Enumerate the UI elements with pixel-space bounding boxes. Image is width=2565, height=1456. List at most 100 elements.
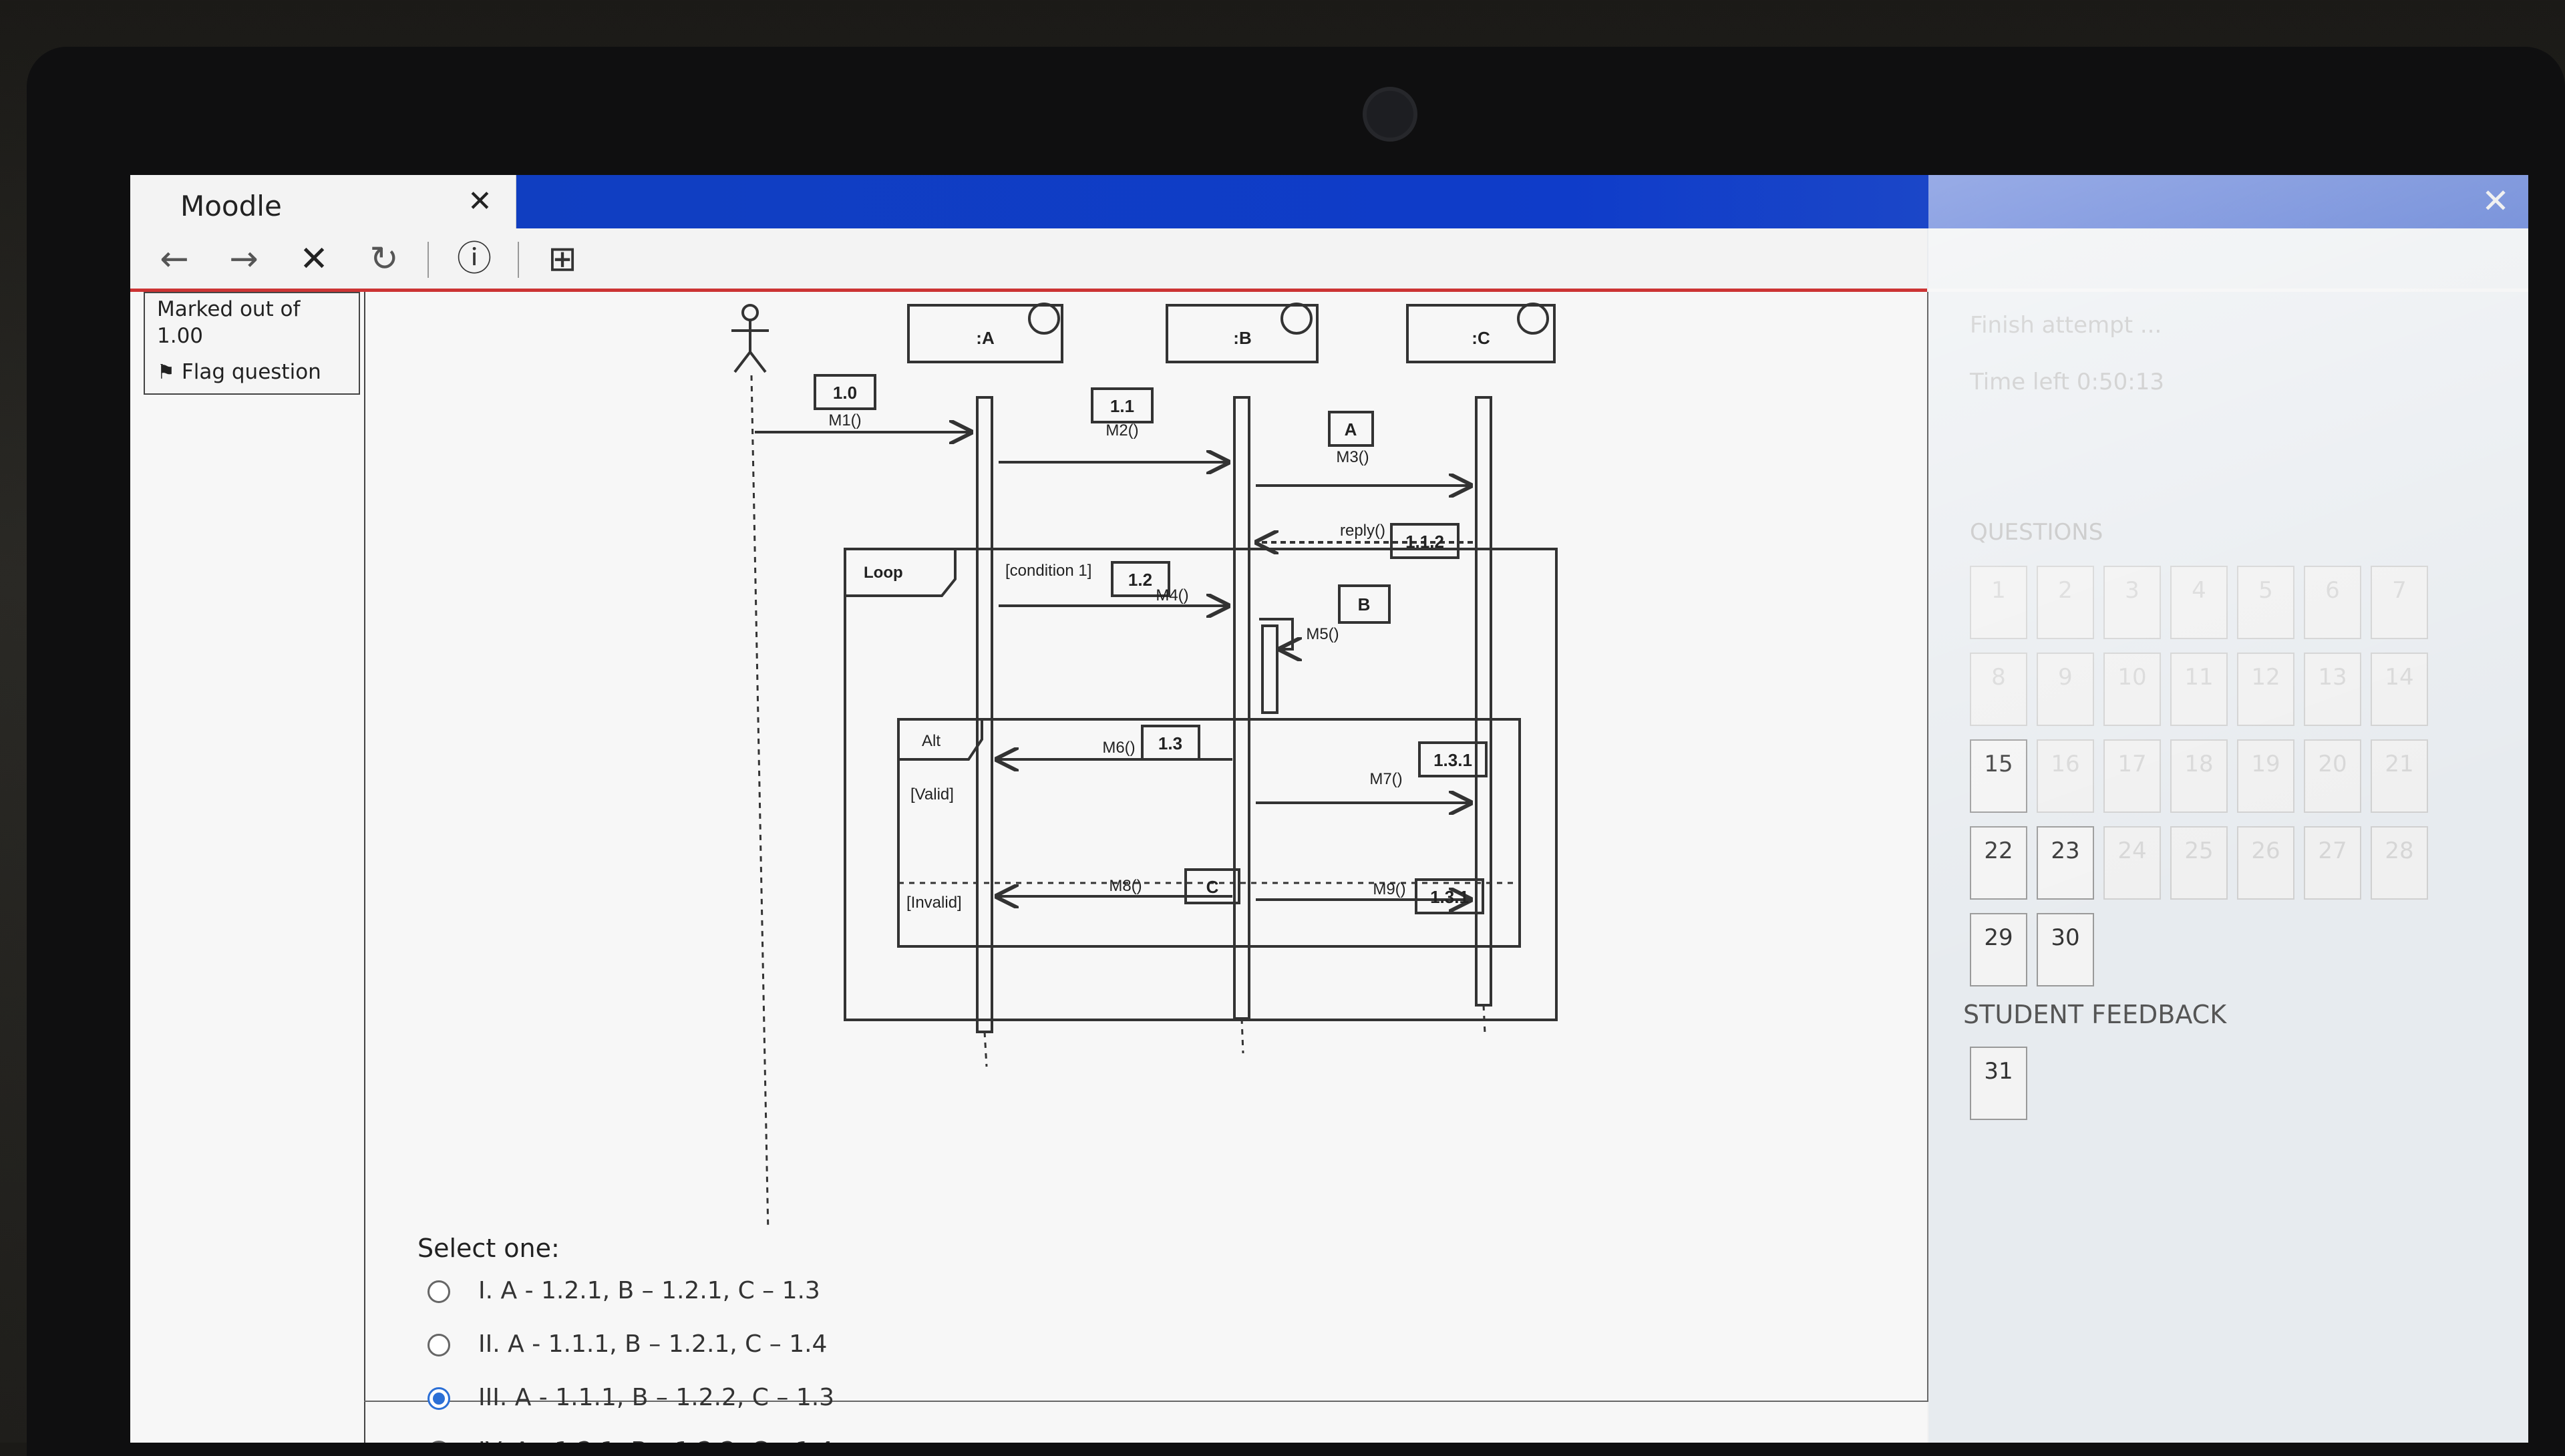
lifeline-b-label: :B xyxy=(1233,328,1251,348)
toolbar-divider xyxy=(518,242,519,278)
question-nav-button[interactable]: 18 xyxy=(2170,739,2228,813)
forward-icon[interactable]: → xyxy=(229,239,259,279)
question-nav-button[interactable]: 9 xyxy=(2037,653,2094,726)
unknown-label-a: A xyxy=(1345,419,1357,439)
question-nav-button[interactable]: 13 xyxy=(2304,653,2361,726)
question-nav-button[interactable]: 7 xyxy=(2371,566,2428,639)
question-nav-button[interactable]: 30 xyxy=(2037,913,2094,986)
question-nav-button[interactable]: 10 xyxy=(2103,653,2161,726)
time-left: Time left 0:50:13 xyxy=(1970,369,2164,395)
question-nav-button[interactable]: 14 xyxy=(2371,653,2428,726)
alt-label: Alt xyxy=(922,732,940,750)
msg-m6-label: M6() xyxy=(1102,739,1135,757)
msg-m8-label: M8() xyxy=(1109,877,1142,895)
answer-option-label: IV. A - 1.2.1, B – 1.2.2, C – 1.4 xyxy=(478,1437,834,1443)
question-nav-button[interactable]: 6 xyxy=(2304,566,2361,639)
seq-box-1-2 xyxy=(1111,561,1170,597)
question-nav-button[interactable]: 19 xyxy=(2237,739,2294,813)
seq-label-1-3-1-valid: 1.3.1 xyxy=(1433,750,1472,770)
question-nav-button[interactable]: 24 xyxy=(2103,826,2161,900)
window-close-icon[interactable]: ✕ xyxy=(2482,182,2510,220)
msg-m5-label: M5() xyxy=(1306,625,1339,643)
loop-guard-label: [condition 1] xyxy=(1005,562,1091,580)
seq-box-1-1 xyxy=(1091,387,1154,423)
question-nav-button[interactable]: 17 xyxy=(2103,739,2161,813)
question-nav-button[interactable]: 3 xyxy=(2103,566,2161,639)
msg-m4-label: M4() xyxy=(1156,586,1188,604)
toolbar-divider xyxy=(428,242,429,278)
radio-button[interactable] xyxy=(428,1387,450,1410)
control-icon-a xyxy=(1028,303,1060,335)
question-nav-button[interactable]: 28 xyxy=(2371,826,2428,900)
unknown-label-b: B xyxy=(1358,594,1371,614)
question-nav-button[interactable]: 15 xyxy=(1970,739,2027,813)
seq-box-1-1-2 xyxy=(1390,523,1460,559)
unknown-box-a xyxy=(1328,411,1374,447)
actor-icon xyxy=(731,304,769,373)
question-nav-button[interactable]: 22 xyxy=(1970,826,2027,900)
seq-label-1-0: 1.0 xyxy=(833,383,857,403)
activation-b xyxy=(1233,396,1250,1020)
msg-m3-label: M3() xyxy=(1336,448,1369,466)
page-icon[interactable]: ⊞ xyxy=(548,239,577,279)
question-nav-button[interactable]: 1 xyxy=(1970,566,2027,639)
answer-option[interactable]: II. A - 1.1.1, B – 1.2.1, C – 1.4 xyxy=(428,1330,827,1358)
answer-option[interactable]: III. A - 1.1.1, B – 1.2.2, C – 1.3 xyxy=(428,1384,834,1411)
lifeline-box-b xyxy=(1166,304,1319,363)
valid-guard-label: [Valid] xyxy=(910,785,954,803)
question-nav-button[interactable]: 11 xyxy=(2170,653,2228,726)
seq-box-1-3-1-invalid xyxy=(1415,878,1484,914)
question-nav-button[interactable]: 29 xyxy=(1970,913,2027,986)
screen: Moodle ✕ ✕ ← → ✕ ↻ ⓘ ⊞ Marked out of 1.0… xyxy=(130,175,2528,1443)
invalid-guard-label: [Invalid] xyxy=(906,894,962,912)
answer-option-label: III. A - 1.1.1, B – 1.2.2, C – 1.3 xyxy=(478,1384,835,1411)
answer-option[interactable]: I. A - 1.2.1, B – 1.2.1, C – 1.3 xyxy=(428,1277,820,1304)
actor-lifeline xyxy=(750,375,770,1227)
question-nav-button[interactable]: 20 xyxy=(2304,739,2361,813)
stop-icon[interactable]: ✕ xyxy=(299,239,329,279)
alt-label-tab xyxy=(898,718,983,761)
question-nav-button[interactable]: 27 xyxy=(2304,826,2361,900)
question-nav-button[interactable]: 5 xyxy=(2237,566,2294,639)
question-nav-button[interactable]: 8 xyxy=(1970,653,2027,726)
radio-button[interactable] xyxy=(428,1334,450,1356)
content-border-right xyxy=(1927,292,1928,1401)
radio-button[interactable] xyxy=(428,1280,450,1303)
quiz-navigation-sidebar: Finish attempt ... Time left 0:50:13 QUE… xyxy=(1928,292,2528,1443)
question-nav-button[interactable]: 23 xyxy=(2037,826,2094,900)
activation-b-self xyxy=(1261,624,1278,714)
seq-label-1-3-1-invalid: 1.3.1 xyxy=(1430,887,1469,907)
answer-option[interactable]: IV. A - 1.2.1, B – 1.2.2, C – 1.4 xyxy=(428,1437,834,1443)
content-border-bottom xyxy=(364,1401,1928,1402)
msg-m9-label: M9() xyxy=(1373,880,1405,898)
info-icon[interactable]: ⓘ xyxy=(456,239,492,279)
feedback-nav-button[interactable]: 31 xyxy=(1970,1047,2027,1120)
seq-label-1-1: 1.1 xyxy=(1110,396,1134,416)
question-nav-button[interactable]: 26 xyxy=(2237,826,2294,900)
tab-title: Moodle xyxy=(180,190,282,222)
lifeline-b-tail xyxy=(1240,1018,1244,1054)
control-icon-b xyxy=(1280,303,1313,335)
seq-label-1-3: 1.3 xyxy=(1158,733,1182,753)
question-nav-button[interactable]: 25 xyxy=(2170,826,2228,900)
back-icon[interactable]: ← xyxy=(160,239,189,279)
question-nav-button[interactable]: 16 xyxy=(2037,739,2094,813)
question-nav-button[interactable]: 12 xyxy=(2237,653,2294,726)
lifeline-box-c xyxy=(1406,304,1556,363)
tab-close-icon[interactable]: ✕ xyxy=(468,184,492,218)
reload-icon[interactable]: ↻ xyxy=(369,239,399,279)
tab-moodle[interactable]: Moodle ✕ xyxy=(130,175,516,228)
content-border-left xyxy=(364,292,365,1443)
lifeline-a-tail xyxy=(983,1031,988,1067)
question-nav-button[interactable]: 21 xyxy=(2371,739,2428,813)
question-nav-button[interactable]: 4 xyxy=(2170,566,2228,639)
entity-icon-c xyxy=(1517,303,1549,335)
flag-question-link[interactable]: ⚑Flag question xyxy=(157,360,321,384)
browser-toolbar: ← → ✕ ↻ ⓘ ⊞ xyxy=(130,228,1927,292)
seq-label-1-1-2: 1.1.2 xyxy=(1405,532,1444,552)
loop-frame xyxy=(844,548,1558,1021)
finish-attempt-link[interactable]: Finish attempt ... xyxy=(1970,312,2162,339)
alt-frame xyxy=(897,718,1521,948)
question-nav-button[interactable]: 2 xyxy=(2037,566,2094,639)
marked-out-of: Marked out of 1.00 xyxy=(157,297,301,348)
